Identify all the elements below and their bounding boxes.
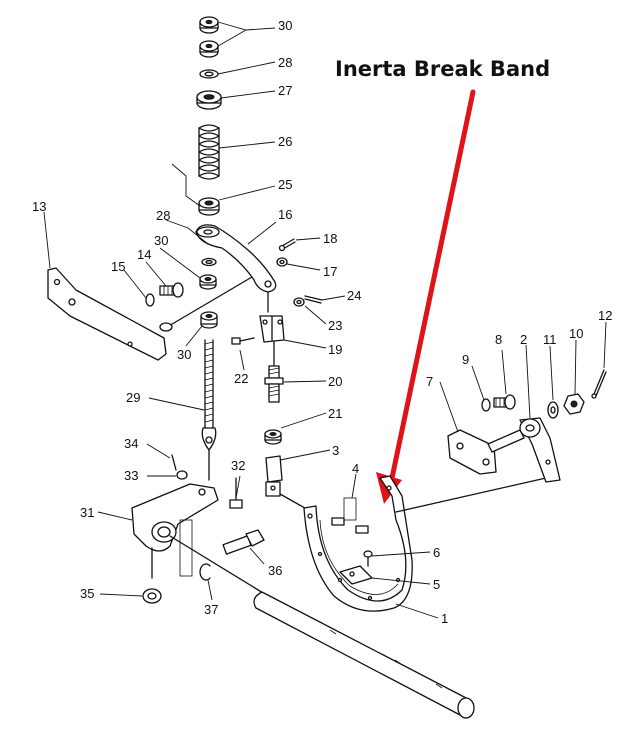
- washer-15: [145, 293, 155, 307]
- part-label-3: 3: [332, 443, 339, 458]
- bolt-36: [222, 529, 265, 555]
- bolt-22: [231, 337, 255, 345]
- bolt-14: [159, 282, 184, 298]
- part-label-34: 34: [124, 436, 138, 451]
- washer-11: [547, 401, 559, 419]
- part-label-7: 7: [426, 374, 433, 389]
- snap-ring-37: [199, 563, 211, 581]
- clevis-19: [259, 315, 285, 367]
- cotter-pin-12: [591, 369, 607, 399]
- part-label-25: 25: [278, 177, 292, 192]
- bracket-7: [447, 429, 525, 475]
- part-label-30-low: 30: [177, 347, 191, 362]
- lever-31: [131, 483, 219, 579]
- part-label-20: 20: [328, 374, 342, 389]
- nut-30-lower: [200, 311, 218, 329]
- part-label-14: 14: [137, 247, 151, 262]
- nut-10: [563, 393, 585, 415]
- clevis-arm-2: [519, 417, 561, 483]
- part-label-28: 28: [278, 55, 292, 70]
- part-label-18: 18: [323, 231, 337, 246]
- part-label-23: 23: [328, 318, 342, 333]
- washer-28-top: [199, 69, 219, 79]
- cotter-pin-24: [304, 295, 323, 304]
- bolt-8: [493, 394, 516, 410]
- part-label-27: 27: [278, 83, 292, 98]
- brake-shaft: [169, 535, 475, 719]
- bracket-4: [331, 497, 369, 534]
- part-label-24: 24: [347, 288, 361, 303]
- washer-28-mid: [201, 257, 217, 267]
- part-label-4: 4: [352, 461, 359, 476]
- part-label-15: 15: [111, 259, 125, 274]
- part-label-28-mid: 28: [156, 208, 170, 223]
- part-label-32: 32: [231, 458, 245, 473]
- part-label-29: 29: [126, 390, 140, 405]
- part-label-16: 16: [278, 207, 292, 222]
- part-label-8: 8: [495, 332, 502, 347]
- part-label-22: 22: [234, 371, 248, 386]
- washer-33: [176, 470, 188, 480]
- washer-17: [276, 257, 288, 267]
- part-label-19: 19: [328, 342, 342, 357]
- part-label-17: 17: [323, 264, 337, 279]
- nut-stack-30: [199, 16, 219, 58]
- pin-34: [171, 454, 177, 471]
- part-label-33: 33: [124, 468, 138, 483]
- part-label-1: 1: [441, 611, 448, 626]
- part-label-13: 13: [32, 199, 46, 214]
- part-label-6: 6: [433, 545, 440, 560]
- turnbuckle-20: [264, 365, 284, 403]
- clevis-3: [265, 455, 313, 513]
- part-label-26: 26: [278, 134, 292, 149]
- lever-13: [47, 267, 253, 361]
- rivet-6: [363, 550, 373, 567]
- leader-lines: [43, 21, 607, 619]
- washer-35: [142, 588, 162, 604]
- diagram-title: Inerta Break Band: [335, 57, 550, 81]
- part-label-11: 11: [543, 332, 557, 347]
- bolt-32: [229, 477, 243, 509]
- part-label-36: 36: [268, 563, 282, 578]
- part-label-12: 12: [598, 308, 612, 323]
- part-label-37: 37: [204, 602, 218, 617]
- threaded-rod-29: [201, 339, 217, 481]
- part-label-9: 9: [462, 352, 469, 367]
- part-label-2: 2: [520, 332, 527, 347]
- collar-27: [196, 90, 222, 110]
- spring-26: [198, 124, 220, 180]
- part-number-labels: 30 28 27 26 25 16 18 17 24 23 19 20 21 3…: [32, 18, 612, 626]
- part-label-21: 21: [328, 406, 342, 421]
- part-label-30-mid: 30: [154, 233, 168, 248]
- cotter-pin-18: [278, 238, 296, 252]
- part-label-35: 35: [80, 586, 94, 601]
- lever-arm-16: [195, 224, 277, 313]
- washer-23: [293, 297, 305, 307]
- part-label-31: 31: [80, 505, 94, 520]
- washer-9: [481, 398, 491, 412]
- part-label-30: 30: [278, 18, 292, 33]
- nut-25: [198, 197, 220, 216]
- part-label-5: 5: [433, 577, 440, 592]
- brake-band-1: [303, 475, 547, 612]
- plate-5: [339, 565, 373, 585]
- part-label-10: 10: [569, 326, 583, 341]
- nut-21: [264, 429, 282, 445]
- nut-30-upper: [199, 274, 217, 290]
